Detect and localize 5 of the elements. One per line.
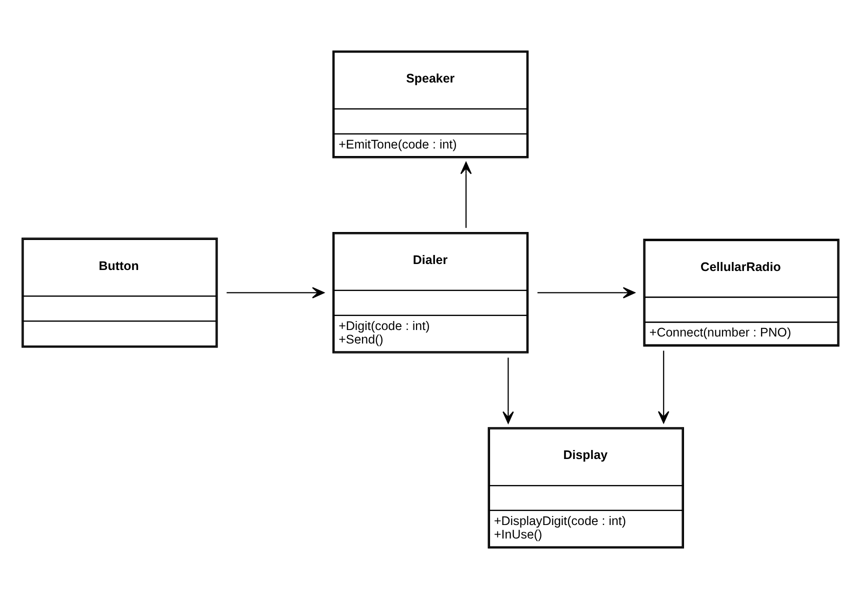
- arrow: [460, 161, 472, 228]
- arrow: [226, 286, 324, 298]
- arrow: [502, 357, 514, 424]
- arrow: [658, 350, 670, 423]
- arrow: [537, 286, 636, 298]
